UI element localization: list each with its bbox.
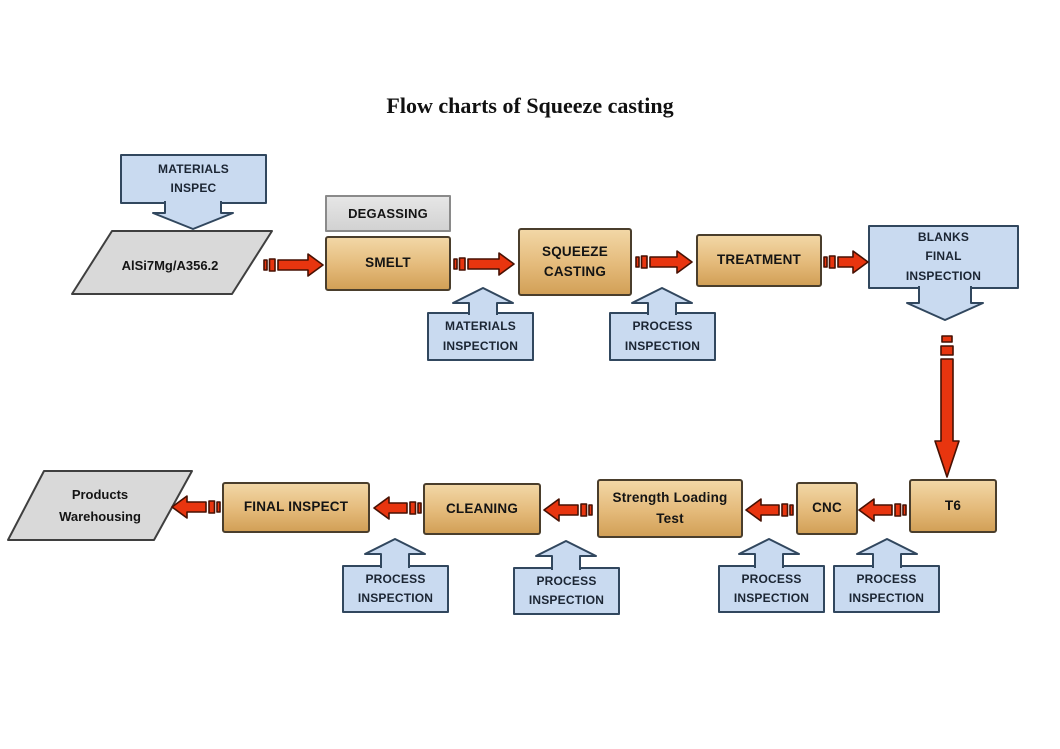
- arrow-process-inspection-1-up-icon: [364, 538, 426, 568]
- node-alsi7mg-label: AlSi7Mg/A356.2: [121, 257, 219, 273]
- node-t6: T6: [909, 479, 997, 533]
- node-products-warehousing-label-wrap: Products Warehousing: [18, 477, 182, 535]
- node-process-inspection-1: PROCESS INSPECTION: [342, 565, 449, 613]
- arrow-cnc-to-strength: [745, 498, 794, 522]
- node-products-warehousing-label: Products Warehousing: [59, 486, 141, 524]
- node-materials-inspection: MATERIALS INSPECTION: [427, 312, 534, 361]
- node-squeeze-casting: SQUEEZE CASTING: [518, 228, 632, 296]
- arrow-blanks-to-t6: [934, 335, 960, 478]
- node-t6-label: T6: [944, 497, 962, 513]
- node-blanks-final-inspection: BLANKS FINAL INSPECTION: [868, 225, 1019, 289]
- arrow-alsi7mg-to-smelt: [263, 253, 324, 277]
- arrow-process-inspection-top-up-icon: [631, 287, 693, 315]
- node-alsi7mg-label-wrap: AlSi7Mg/A356.2: [85, 252, 255, 280]
- node-degassing-label: DEGASSING: [348, 206, 428, 221]
- arrow-smelt-to-squeeze: [453, 252, 515, 276]
- arrow-materials-inspection-up-icon: [452, 287, 514, 315]
- node-final-inspect: FINAL INSPECT: [222, 482, 370, 533]
- node-squeeze-casting-label: SQUEEZE CASTING: [542, 243, 608, 279]
- node-process-inspection-2: PROCESS INSPECTION: [513, 567, 620, 615]
- arrow-squeeze-to-treatment: [635, 250, 693, 274]
- node-strength-loading-test-label: Strength Loading Test: [612, 490, 728, 526]
- node-process-inspection-2-label: PROCESS INSPECTION: [528, 573, 605, 607]
- node-process-inspection-4: PROCESS INSPECTION: [833, 565, 940, 613]
- arrow-process-inspection-3-up-icon: [738, 538, 800, 568]
- node-process-inspection-top: PROCESS INSPECTION: [609, 312, 716, 361]
- node-process-inspection-top-label: PROCESS INSPECTION: [624, 319, 701, 353]
- arrow-strength-to-cleaning: [543, 498, 593, 522]
- node-blanks-final-inspection-label: BLANKS FINAL INSPECTION: [905, 230, 982, 283]
- node-materials-inspec: MATERIALS INSPEC: [120, 154, 267, 204]
- node-degassing: DEGASSING: [325, 195, 451, 232]
- node-final-inspect-label: FINAL INSPECT: [243, 499, 349, 515]
- node-process-inspection-3: PROCESS INSPECTION: [718, 565, 825, 613]
- node-process-inspection-4-label: PROCESS INSPECTION: [848, 571, 925, 605]
- node-cnc: CNC: [796, 482, 858, 535]
- node-cnc-label: CNC: [812, 500, 842, 516]
- arrow-blanks-inspection-down-icon: [906, 286, 984, 321]
- node-smelt: SMELT: [325, 236, 451, 291]
- node-process-inspection-3-label: PROCESS INSPECTION: [733, 571, 810, 605]
- node-materials-inspection-label: MATERIALS INSPECTION: [442, 319, 519, 353]
- node-cleaning: CLEANING: [423, 483, 541, 535]
- node-treatment-label: TREATMENT: [716, 252, 802, 268]
- node-treatment: TREATMENT: [696, 234, 822, 287]
- arrow-materials-inspec-down-icon: [152, 201, 234, 230]
- node-materials-inspec-label: MATERIALS INSPEC: [158, 161, 229, 195]
- arrow-t6-to-cnc: [858, 498, 907, 522]
- node-cleaning-label: CLEANING: [445, 500, 519, 516]
- arrow-cleaning-to-final-inspect: [373, 496, 422, 520]
- arrow-process-inspection-2-up-icon: [535, 540, 597, 570]
- node-strength-loading-test: Strength Loading Test: [597, 479, 743, 538]
- node-smelt-label: SMELT: [365, 255, 411, 271]
- node-process-inspection-1-label: PROCESS INSPECTION: [357, 571, 434, 605]
- arrow-treatment-to-blanks: [823, 250, 869, 274]
- diagram-title: Flow charts of Squeeze casting: [386, 93, 674, 118]
- arrow-process-inspection-4-up-icon: [856, 538, 918, 568]
